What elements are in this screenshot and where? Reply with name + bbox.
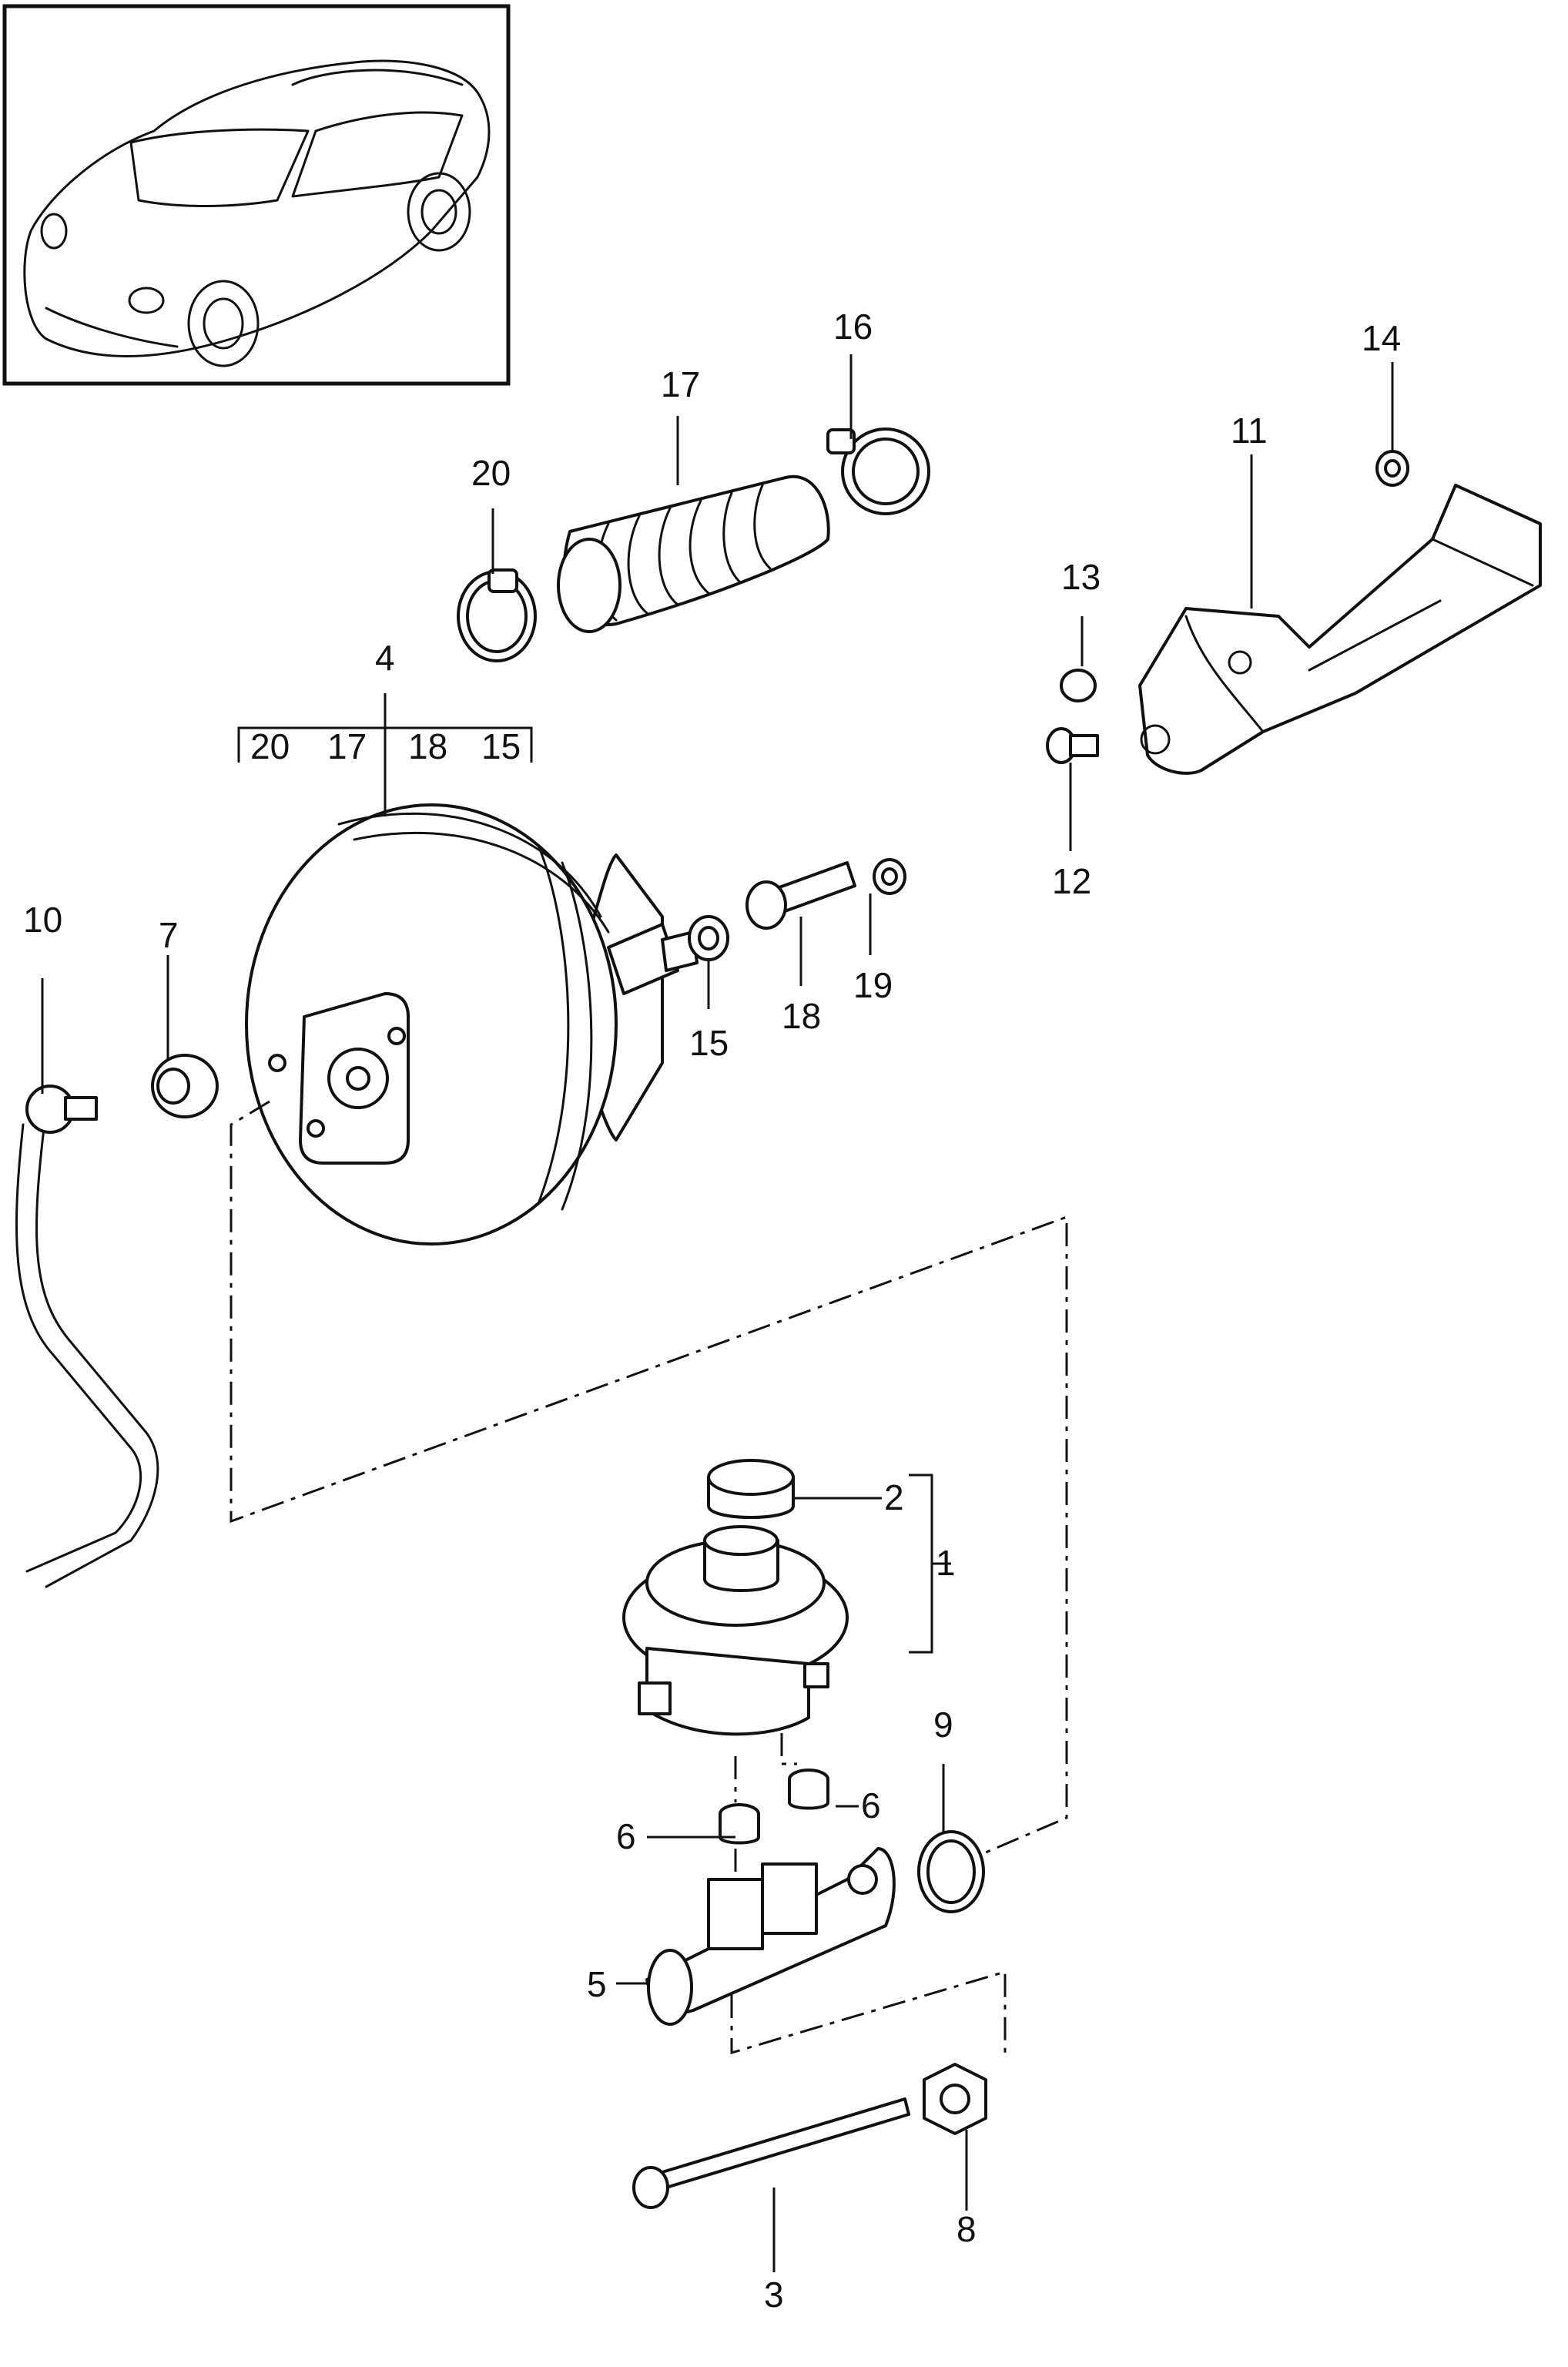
- grommet-7: [151, 1054, 219, 1118]
- callout-15: 15: [689, 1023, 729, 1063]
- callout-8: 8: [957, 2209, 977, 2249]
- clamp-20: [457, 568, 537, 662]
- nut-15: [688, 915, 729, 961]
- reservoir-1: [622, 1525, 849, 1736]
- callout-18: 18: [782, 996, 821, 1036]
- callout-3: 3: [764, 2275, 784, 2315]
- nut-14: [1375, 450, 1409, 487]
- callout-1: 1: [936, 1543, 956, 1583]
- callout-20: 20: [471, 453, 511, 493]
- callout-6-right: 6: [861, 1785, 881, 1826]
- seal-6-left: [719, 1803, 760, 1845]
- callout-labels: 1 2 3 4 5 6 6 7 8 9 10 11 12 13 14 15 16…: [23, 307, 1401, 2315]
- bracket-item-17: 17: [327, 726, 367, 766]
- master-cylinder-5: [645, 1847, 896, 2026]
- callout-17: 17: [661, 364, 700, 404]
- bracket-item-20: 20: [250, 726, 290, 766]
- callout-12: 12: [1052, 861, 1091, 901]
- callout-7: 7: [159, 915, 179, 955]
- callout-6-left: 6: [616, 1816, 636, 1856]
- callout-19: 19: [853, 965, 893, 1005]
- bolt-3: [632, 2097, 910, 2209]
- seal-6-right: [788, 1769, 829, 1810]
- callout-13: 13: [1061, 557, 1101, 597]
- bracket-item-15: 15: [481, 726, 521, 766]
- o-ring-9: [917, 1830, 985, 1913]
- clamp-16: [826, 427, 930, 515]
- callout-4: 4: [375, 638, 395, 678]
- nut-19: [873, 858, 906, 895]
- callout-14: 14: [1362, 318, 1401, 358]
- pin-18: [745, 861, 856, 930]
- bolt-12: [1046, 727, 1099, 764]
- callout-11: 11: [1231, 411, 1268, 451]
- bracket-item-18: 18: [408, 726, 447, 766]
- leader-lines: [41, 354, 1394, 2272]
- bracket-11: [1138, 484, 1542, 775]
- boot-17: [557, 474, 830, 633]
- nut-8: [923, 2063, 987, 2135]
- callout-5: 5: [587, 1964, 607, 2004]
- vacuum-hose-10: [15, 1085, 159, 1588]
- callout-10: 10: [23, 900, 62, 940]
- brake-booster-4: [245, 803, 699, 1246]
- car-thumbnail: [2, 4, 511, 386]
- callout-9: 9: [933, 1705, 953, 1745]
- group-bracket-4: 20 17 18 15: [250, 726, 521, 766]
- callout-2: 2: [884, 1477, 904, 1517]
- callout-16: 16: [833, 307, 873, 347]
- cap-2: [707, 1459, 795, 1519]
- screw-13: [1060, 669, 1097, 702]
- assembly-dash-lines: [230, 1100, 1068, 2055]
